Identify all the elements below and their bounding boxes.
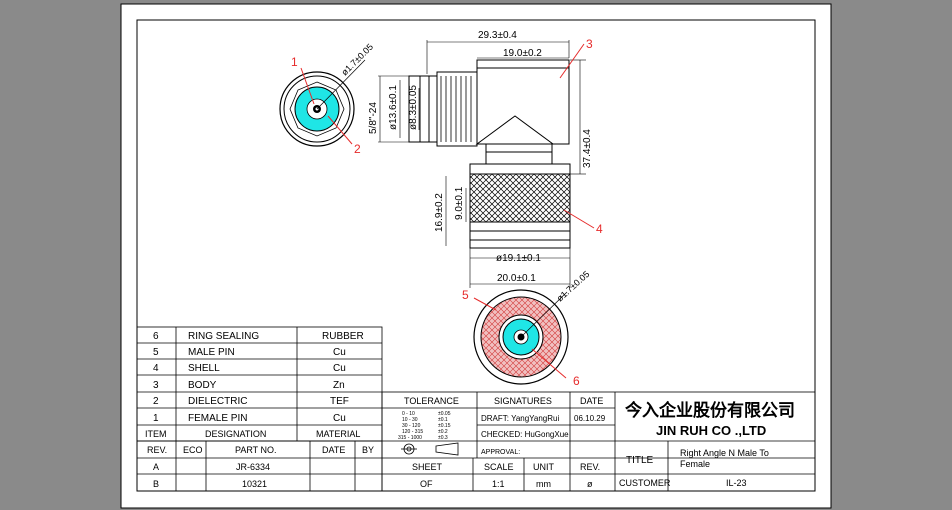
projection-symbol-icon bbox=[401, 442, 459, 456]
svg-text:±0.05: ±0.05 bbox=[438, 411, 451, 417]
rev-row-rev: A bbox=[153, 462, 159, 472]
callout-5: 5 bbox=[462, 288, 469, 302]
bom-material: TEF bbox=[330, 396, 349, 407]
signatures-label: SIGNATURES bbox=[494, 396, 552, 406]
svg-text:315 - 1000: 315 - 1000 bbox=[398, 435, 422, 441]
svg-text:10 - 30: 10 - 30 bbox=[402, 417, 418, 423]
svg-text:±0.3: ±0.3 bbox=[438, 435, 448, 441]
dim-shell-dia: ø19.1±0.1 bbox=[496, 253, 541, 264]
bom-designation: BODY bbox=[188, 380, 217, 391]
rev-label: REV. bbox=[580, 462, 600, 472]
bom-designation: SHELL bbox=[188, 363, 220, 374]
svg-text:±0.15: ±0.15 bbox=[438, 423, 451, 429]
sheet-label: SHEET bbox=[412, 462, 443, 472]
date-label: DATE bbox=[580, 396, 603, 406]
rev-header-eco: ECO bbox=[183, 445, 203, 455]
scale-label: SCALE bbox=[484, 462, 514, 472]
callout-1: 1 bbox=[291, 55, 298, 69]
title-value-line2: Female bbox=[680, 459, 710, 469]
dim-shell-height: 16.9±0.2 bbox=[434, 193, 445, 232]
dim-thread-dia: ø13.6±0.1 bbox=[388, 85, 399, 130]
bom-designation: FEMALE PIN bbox=[188, 413, 247, 424]
callout-2: 2 bbox=[354, 142, 361, 156]
svg-text:0 - 10: 0 - 10 bbox=[402, 411, 415, 417]
draft-date: 06.10.29 bbox=[574, 414, 606, 423]
customer-label: CUSTOMER bbox=[619, 478, 671, 488]
rev-header-part: PART NO. bbox=[235, 445, 277, 455]
customer-value: IL-23 bbox=[726, 478, 747, 488]
callout-6: 6 bbox=[573, 374, 580, 388]
bom-designation: RING SEALING bbox=[188, 331, 259, 342]
rev-row-part: JR-6334 bbox=[236, 462, 270, 472]
bom-material: Cu bbox=[333, 413, 346, 424]
dim-overall-height: 37.4±0.4 bbox=[582, 129, 593, 168]
rev-header-date: DATE bbox=[322, 445, 345, 455]
bom-rows: 6 RING SEALING RUBBER 5 MALE PIN Cu 4 SH… bbox=[145, 331, 364, 439]
rev-header-rev: REV. bbox=[147, 445, 167, 455]
svg-text:±0.2: ±0.2 bbox=[438, 429, 448, 435]
company-name-en: JIN RUH CO .,LTD bbox=[656, 423, 766, 438]
bom-item: 5 bbox=[153, 347, 159, 358]
front-view-bottom bbox=[473, 289, 569, 385]
bom-item: 4 bbox=[153, 363, 159, 374]
title-label: TITLE bbox=[626, 455, 654, 466]
revision-rows: REV. ECO PART NO. DATE BY A JR-6334 B 10… bbox=[147, 445, 374, 489]
bom-item: 2 bbox=[153, 396, 159, 407]
company-name-cn: 今入企业股份有限公司 bbox=[625, 400, 795, 420]
checked-signature: CHECKED: HuGongXue bbox=[481, 430, 569, 439]
dim-shell-width: 20.0±0.1 bbox=[497, 273, 536, 284]
bom-material: RUBBER bbox=[322, 331, 364, 342]
bom-item: 1 bbox=[153, 413, 159, 424]
bom-material: Cu bbox=[333, 347, 346, 358]
dim-inner-dia: ø8.3±0.05 bbox=[408, 85, 419, 130]
bom-item: 3 bbox=[153, 380, 159, 391]
rev-row-rev: B bbox=[153, 479, 159, 489]
rev-header-by: BY bbox=[362, 445, 374, 455]
sheet-value: OF bbox=[420, 479, 433, 489]
unit-label: UNIT bbox=[533, 462, 554, 472]
callout-3: 3 bbox=[586, 37, 593, 51]
draft-signature: DRAFT: YangYangRui bbox=[481, 414, 559, 423]
title-block bbox=[381, 391, 816, 492]
tolerance-table: 0 - 10 ±0.05 10 - 30 ±0.1 30 - 120 ±0.15… bbox=[398, 411, 451, 441]
dim-thread: 5/8"-24 bbox=[368, 102, 379, 134]
dim-knurl-height: 9.0±0.1 bbox=[454, 186, 465, 220]
bom-header-item: ITEM bbox=[145, 429, 167, 439]
bom-material: Cu bbox=[333, 363, 346, 374]
rev-value: ø bbox=[587, 479, 593, 489]
bom-designation: MALE PIN bbox=[188, 347, 235, 358]
side-view bbox=[378, 40, 595, 288]
approval-signature: APPROVAL: bbox=[481, 449, 520, 456]
dim-body-width: 19.0±0.2 bbox=[503, 48, 542, 59]
bom-header-designation: DESIGNATION bbox=[205, 429, 266, 439]
svg-text:120 - 315: 120 - 315 bbox=[402, 429, 423, 435]
title-value-line1: Right Angle N Male To bbox=[680, 448, 769, 458]
svg-text:30 - 120: 30 - 120 bbox=[402, 423, 421, 429]
bom-header-material: MATERIAL bbox=[316, 429, 360, 439]
dim-overall-width: 29.3±0.4 bbox=[478, 30, 517, 41]
unit-value: mm bbox=[536, 479, 551, 489]
callout-4: 4 bbox=[596, 222, 603, 236]
bom-item: 6 bbox=[153, 331, 159, 342]
svg-text:±0.1: ±0.1 bbox=[438, 417, 448, 423]
tolerance-label: TOLERANCE bbox=[404, 396, 459, 406]
front-view-top bbox=[279, 59, 366, 147]
bom-designation: DIELECTRIC bbox=[188, 396, 247, 407]
scale-value: 1:1 bbox=[492, 479, 505, 489]
bom-material: Zn bbox=[333, 380, 345, 391]
rev-row-part: 10321 bbox=[242, 479, 267, 489]
